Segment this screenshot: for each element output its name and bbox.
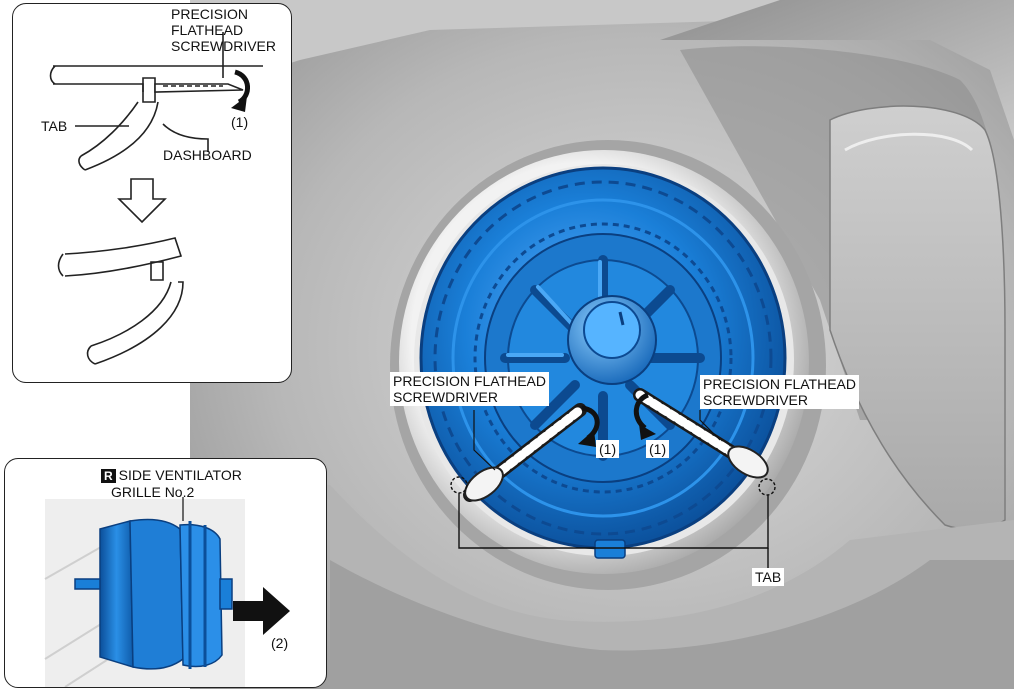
detail-tab-label: TAB <box>41 118 68 134</box>
part-name-line2: GRILLE No.2 <box>111 484 195 500</box>
right-screwdriver-label-line1: PRECISION FLATHEAD <box>703 376 856 392</box>
part-detail-drawing <box>44 497 290 687</box>
detail-dashboard-label: DASHBOARD <box>163 147 252 163</box>
detail-tool-label: PRECISION FLATHEAD SCREWDRIVER <box>171 6 276 54</box>
tab-detail-drawing <box>49 32 263 365</box>
left-screwdriver-label-line2: SCREWDRIVER <box>393 389 499 405</box>
left-screwdriver-label-line1: PRECISION FLATHEAD <box>393 373 546 389</box>
left-step-label: (1) <box>596 440 620 458</box>
right-rotation-arrow <box>633 392 656 440</box>
part-step-label: (2) <box>271 635 289 651</box>
tab-label: TAB <box>752 568 785 586</box>
right-screwdriver <box>633 388 769 479</box>
right-step-label: (1) <box>646 440 670 458</box>
right-screwdriver-label: PRECISION FLATHEAD SCREWDRIVER <box>700 375 859 409</box>
detail-step-label: (1) <box>231 114 249 130</box>
left-screwdriver <box>463 403 587 502</box>
right-screwdriver-label-line2: SCREWDRIVER <box>703 392 809 408</box>
detail-tool-label-line1: PRECISION <box>171 6 249 22</box>
left-rotation-arrow <box>578 405 600 447</box>
left-screwdriver-label: PRECISION FLATHEAD SCREWDRIVER <box>390 372 549 406</box>
right-side-badge: R <box>101 469 116 483</box>
detail-tool-label-line3: SCREWDRIVER <box>171 38 277 54</box>
part-name-line1: SIDE VENTILATOR <box>118 467 242 483</box>
detail-tool-label-line2: FLATHEAD <box>171 22 244 38</box>
tab-detail-panel: PRECISION FLATHEAD SCREWDRIVER (1) TAB D… <box>12 3 292 383</box>
tab-markers <box>450 476 776 568</box>
